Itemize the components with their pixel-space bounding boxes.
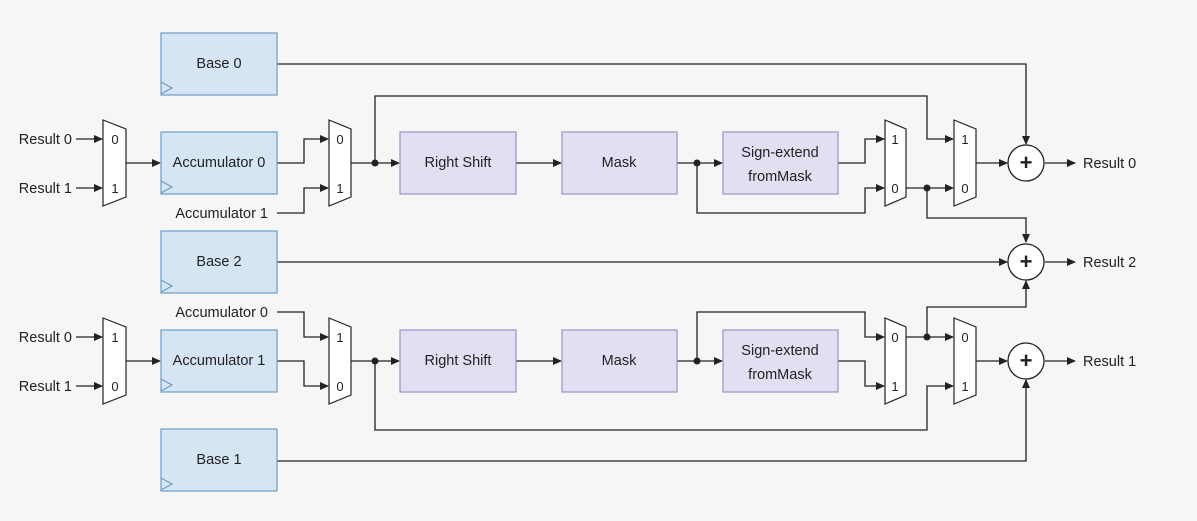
mux-sign-select-bottom: 0 1: [884, 317, 907, 405]
junction-dots: [371, 159, 931, 365]
sign-extend-label-line1: Sign-extend: [741, 145, 818, 161]
output-labels: Result 0 Result 2 Result 1: [1083, 156, 1136, 370]
mux-input-bottom: 1 0: [102, 317, 127, 405]
junction-dot: [693, 159, 701, 167]
plus-icon: +: [1020, 348, 1033, 373]
right-shift-label: Right Shift: [425, 155, 492, 171]
register-base-1: Base 1: [160, 428, 278, 492]
junction-dot: [693, 357, 701, 365]
svg-text:0: 0: [891, 330, 898, 345]
right-shift-label: Right Shift: [425, 353, 492, 369]
input-labels: Result 0 Result 1 Accumulator 1 Accumula…: [19, 132, 268, 395]
adder-result-0: +: [1007, 144, 1045, 182]
sign-extend-block-bottom: Sign-extend fromMask: [722, 329, 839, 393]
wires: [76, 63, 1076, 462]
output-result-1: Result 1: [1083, 354, 1136, 370]
sign-extend-label-line2: fromMask: [748, 367, 812, 383]
sign-extend-block-top: Sign-extend fromMask: [722, 131, 839, 195]
mux-output-top: 1 0: [953, 119, 977, 207]
junction-dot: [371, 159, 379, 167]
input-result-1-top: Result 1: [19, 181, 72, 197]
register-base-0: Base 0: [160, 32, 278, 96]
svg-text:1: 1: [961, 132, 968, 147]
svg-text:1: 1: [336, 330, 343, 345]
base-1-label: Base 1: [196, 452, 241, 468]
junction-dot: [923, 184, 931, 192]
svg-text:0: 0: [336, 132, 343, 147]
mux-accumulator-top: 0 1: [328, 119, 352, 207]
svg-text:0: 0: [111, 132, 118, 147]
input-result-0-top: Result 0: [19, 132, 72, 148]
mux-output-bottom: 0 1: [953, 317, 977, 405]
accumulator-1-label: Accumulator 1: [173, 353, 266, 369]
register-accumulator-0: Accumulator 0: [160, 131, 278, 195]
output-result-0: Result 0: [1083, 156, 1136, 172]
input-result-1-bottom: Result 1: [19, 379, 72, 395]
adder-result-2: +: [1007, 243, 1045, 281]
right-shift-block-bottom: Right Shift: [399, 329, 517, 393]
input-result-0-bottom: Result 0: [19, 330, 72, 346]
sign-extend-label-line2: fromMask: [748, 169, 812, 185]
svg-text:0: 0: [111, 379, 118, 394]
plus-icon: +: [1020, 150, 1033, 175]
junction-dot: [371, 357, 379, 365]
base-2-label: Base 2: [196, 254, 241, 270]
input-accumulator-0: Accumulator 0: [175, 305, 268, 321]
svg-text:1: 1: [111, 330, 118, 345]
input-accumulator-1: Accumulator 1: [175, 206, 268, 222]
svg-text:0: 0: [961, 181, 968, 196]
mux-accumulator-bottom: 1 0: [328, 317, 352, 405]
register-accumulator-1: Accumulator 1: [160, 329, 278, 393]
mask-block-top: Mask: [561, 131, 678, 195]
adder-result-1: +: [1007, 342, 1045, 380]
svg-text:0: 0: [336, 379, 343, 394]
right-shift-block-top: Right Shift: [399, 131, 517, 195]
sign-extend-label-line1: Sign-extend: [741, 343, 818, 359]
svg-text:1: 1: [891, 132, 898, 147]
junction-dot: [923, 333, 931, 341]
svg-text:1: 1: [111, 181, 118, 196]
svg-text:1: 1: [961, 379, 968, 394]
output-result-2: Result 2: [1083, 255, 1136, 271]
mask-label: Mask: [602, 353, 637, 369]
mux-input-top: 0 1: [102, 119, 127, 207]
svg-text:1: 1: [336, 181, 343, 196]
plus-icon: +: [1020, 249, 1033, 274]
svg-text:0: 0: [891, 181, 898, 196]
register-base-2: Base 2: [160, 230, 278, 294]
accumulator-0-label: Accumulator 0: [173, 155, 266, 171]
base-0-label: Base 0: [196, 56, 241, 72]
svg-text:0: 0: [961, 330, 968, 345]
mux-sign-select-top: 1 0: [884, 119, 907, 207]
mask-label: Mask: [602, 155, 637, 171]
svg-text:1: 1: [891, 379, 898, 394]
mask-block-bottom: Mask: [561, 329, 678, 393]
